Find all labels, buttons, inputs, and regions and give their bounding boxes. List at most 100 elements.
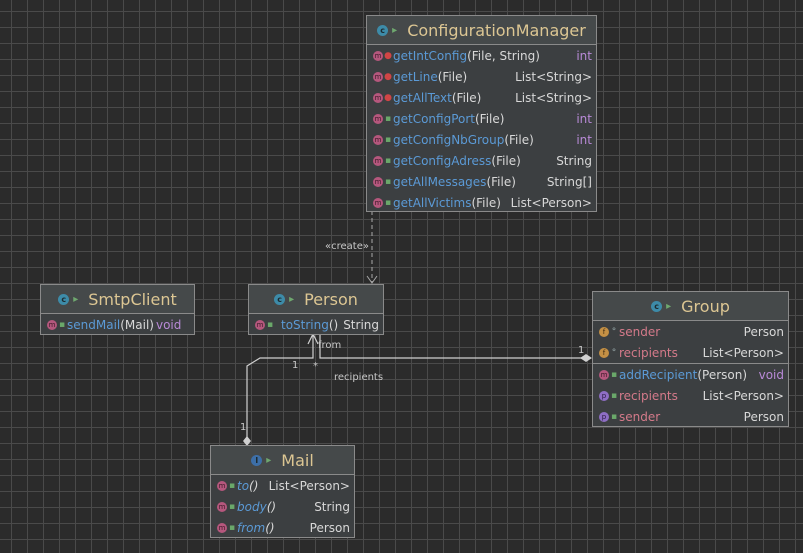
method-row[interactable]: m ▪ addRecipient (Person) void	[593, 364, 788, 385]
public-icon: ▪	[228, 501, 236, 512]
method-params: ()	[249, 478, 259, 493]
property-row[interactable]: p ▪ sender Person	[593, 406, 788, 427]
property-type: List<Person>	[702, 388, 784, 403]
class-smtp-client[interactable]: c ▸ SmtpClient m ▪ sendMail (Mail) void	[40, 284, 195, 335]
field-name: sender	[619, 324, 661, 339]
class-name: SmtpClient	[88, 289, 177, 309]
method-row[interactable]: m ▪ sendMail (Mail) void	[41, 314, 194, 335]
property-name: sender	[619, 409, 661, 424]
method-name: toString	[281, 317, 329, 332]
method-row[interactable]: m ● getLine (File) List<String>	[367, 66, 596, 87]
method-row[interactable]: m ▪ toString () String	[249, 314, 383, 335]
method-name: getLine	[393, 69, 438, 84]
method-type: List<String>	[515, 69, 592, 84]
class-icon: c	[274, 293, 286, 305]
method-row[interactable]: m ▪ from () Person	[211, 517, 354, 538]
mail-multiplicity: 1	[240, 422, 247, 433]
method-params: (File)	[451, 90, 482, 105]
class-header: c ▸ ConfigurationManager	[367, 16, 596, 45]
interface-icon: I	[251, 454, 263, 466]
package-visibility-icon: °	[611, 347, 617, 358]
public-icon: ▪	[384, 134, 392, 145]
public-icon: ▪	[384, 113, 392, 124]
class-name: Person	[304, 289, 358, 309]
from-label: from	[318, 340, 342, 351]
mail-composition-diamond	[243, 436, 251, 446]
method-name: getConfigAdress	[393, 153, 492, 168]
method-name: addRecipient	[619, 367, 698, 382]
method-row[interactable]: m ▪ to () List<Person>	[211, 475, 354, 496]
method-row[interactable]: m ▪ getConfigPort (File) int	[367, 108, 596, 129]
public-icon: ▪	[610, 369, 618, 380]
method-type: Person	[309, 520, 350, 535]
create-label: «create»	[325, 241, 369, 252]
method-name: getAllText	[393, 90, 452, 105]
method-type: int	[576, 132, 592, 147]
field-row[interactable]: f ° recipients List<Person>	[593, 342, 788, 363]
method-icon: m	[217, 501, 227, 512]
method-row[interactable]: m ▪ getConfigNbGroup (File) int	[367, 129, 596, 150]
method-type: void	[758, 367, 784, 382]
property-icon: p	[599, 411, 609, 422]
method-name: getAllMessages	[393, 174, 487, 189]
private-lock-icon: ●	[384, 50, 392, 61]
method-name: from	[237, 520, 266, 535]
method-type: int	[576, 111, 592, 126]
interface-mail[interactable]: I ▸ Mail m ▪ to () List<Person> m ▪ body…	[210, 445, 355, 538]
class-configuration-manager[interactable]: c ▸ ConfigurationManager m ● getIntConfi…	[366, 15, 597, 212]
method-icon: m	[373, 155, 383, 166]
method-params: (File)	[437, 69, 468, 84]
method-type: int	[576, 48, 592, 63]
pin-icon: ▸	[73, 293, 79, 305]
class-icon: c	[58, 293, 70, 305]
public-icon: ▪	[228, 480, 236, 491]
method-icon: m	[217, 522, 227, 533]
method-type: String	[556, 153, 592, 168]
method-icon: m	[47, 319, 57, 330]
method-icon: m	[373, 50, 383, 61]
method-params: (Mail)	[120, 317, 154, 332]
method-name: to	[237, 478, 250, 493]
field-row[interactable]: f ° sender Person	[593, 321, 788, 342]
group-multiplicity: 1	[578, 345, 585, 356]
method-type: String	[343, 317, 379, 332]
public-icon: ▪	[610, 411, 618, 422]
method-type: List<Person>	[268, 478, 350, 493]
method-row[interactable]: m ▪ getAllMessages (File) String[]	[367, 171, 596, 192]
create-arrowhead	[366, 275, 378, 284]
pin-icon: ▸	[392, 24, 398, 36]
method-row[interactable]: m ▪ getConfigAdress (File) String	[367, 150, 596, 171]
private-lock-icon: ●	[384, 92, 392, 103]
group-composition-diamond	[580, 354, 592, 362]
class-name: Group	[681, 296, 730, 316]
method-name: getAllVictims	[393, 195, 472, 210]
class-header: c ▸ Person	[249, 285, 383, 314]
method-row[interactable]: m ▪ getAllVictims (File) List<Person>	[367, 192, 596, 213]
group-person-association-line	[319, 335, 582, 359]
field-name: recipients	[619, 345, 678, 360]
public-icon: ▪	[384, 197, 392, 208]
method-name: getConfigPort	[393, 111, 475, 126]
class-group[interactable]: c ▸ Group f ° sender Person f ° recipien…	[592, 291, 789, 427]
method-icon: m	[217, 480, 227, 491]
pin-icon: ▸	[666, 300, 672, 312]
method-params: ()	[265, 520, 275, 535]
method-params: (File)	[475, 111, 505, 126]
class-person[interactable]: c ▸ Person m ▪ toString () String	[248, 284, 384, 335]
package-visibility-icon: °	[611, 326, 617, 337]
private-lock-icon: ●	[384, 71, 392, 82]
public-icon: ▪	[58, 319, 66, 330]
public-icon: ▪	[266, 319, 274, 330]
field-icon: f	[599, 326, 609, 337]
section-divider	[593, 363, 788, 364]
person-multiplicity-many: *	[313, 361, 318, 372]
method-row[interactable]: m ▪ body () String	[211, 496, 354, 517]
method-params: (File)	[486, 174, 516, 189]
method-type: void	[155, 317, 182, 332]
property-row[interactable]: p ▪ recipients List<Person>	[593, 385, 788, 406]
method-params: (File, String)	[467, 48, 540, 63]
method-row[interactable]: m ● getIntConfig (File, String) int	[367, 45, 596, 66]
pin-icon: ▸	[266, 454, 272, 466]
method-row[interactable]: m ● getAllText (File) List<String>	[367, 87, 596, 108]
